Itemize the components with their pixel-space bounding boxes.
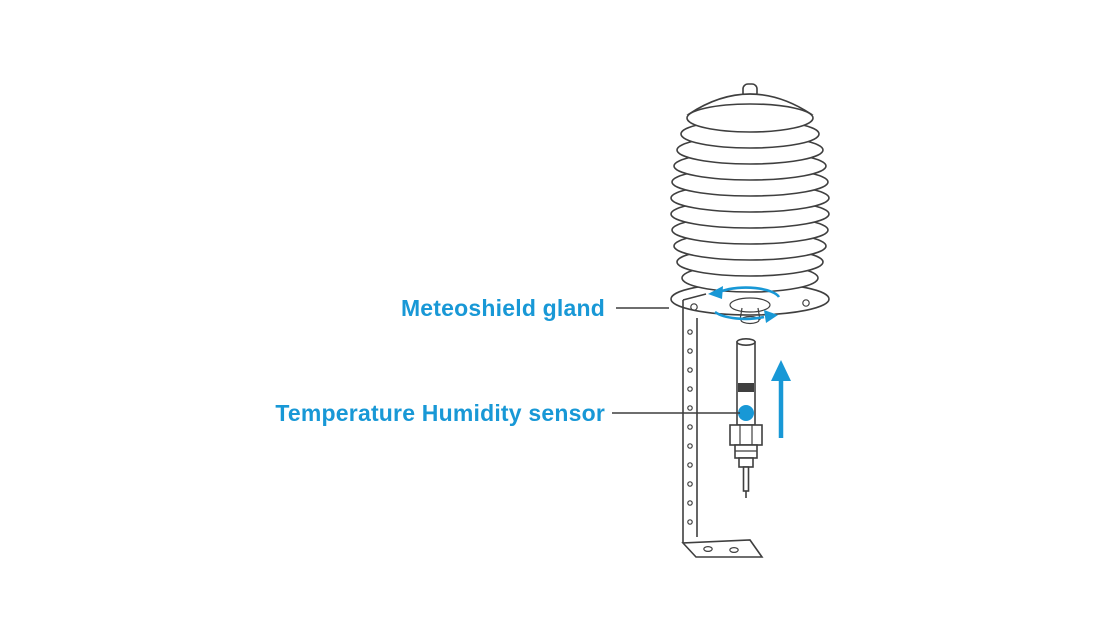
bracket-foot [681, 539, 764, 558]
temperature-humidity-sensor [729, 337, 763, 498]
rotation-arrowhead-icon [764, 310, 778, 323]
sensor-band [738, 383, 754, 392]
sensor-probe [742, 466, 750, 492]
rotation-arrowhead-icon [708, 286, 723, 299]
meteoshield-louver-stack [670, 83, 830, 293]
label-meteoshield-gland: Meteoshield gland [400, 295, 605, 321]
label-temperature-humidity-sensor: Temperature Humidity sensor [275, 400, 605, 426]
bolt-icon [802, 299, 810, 307]
bracket-holes [687, 329, 693, 525]
mounting-bracket [681, 293, 764, 558]
sensor-gland-nut [729, 424, 763, 446]
gland-rotation-arrows [708, 286, 781, 323]
sensor-insert-direction-arrow [771, 360, 791, 438]
up-arrowhead-icon [771, 360, 791, 381]
foot-hole-icon [703, 545, 713, 552]
bolt-icon [690, 303, 698, 311]
sensor-callout-dot-icon [738, 405, 754, 421]
foot-hole-icon [729, 546, 739, 553]
callout-leader-lines [612, 307, 740, 414]
